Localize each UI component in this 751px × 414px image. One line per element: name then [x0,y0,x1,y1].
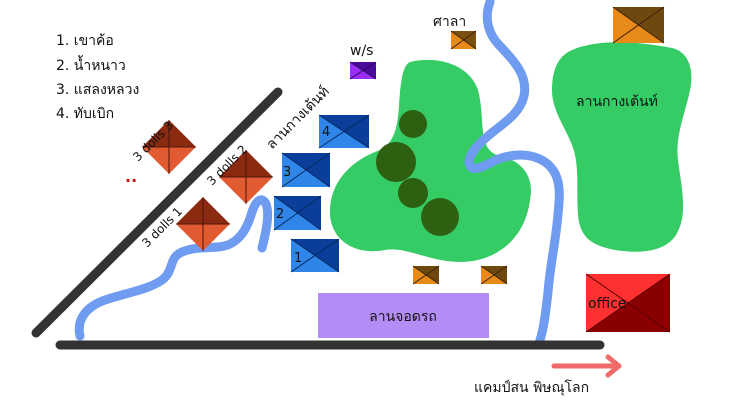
tent-number: 3 [283,165,291,180]
camp-area-right-label: ลานกางเต้นท์ [576,93,658,110]
legend-item: 1. เขาค้อ [56,33,114,49]
legend: 1. เขาค้อ 2. น้ำหนาว 3. แสลงหลวง 4. ทับเ… [56,33,139,122]
river-right [464,0,564,345]
parking-label: ลานจอดรถ [369,309,437,325]
dolls-tent-1 [176,197,230,251]
legend-item: 3. แสลงหลวง [56,82,139,98]
dolls-tent-3 [142,120,196,174]
tent-number: 4 [322,125,330,140]
direction-label: แคมป์สน พิษณุโลก [474,379,589,396]
tent-3: 3 [281,152,331,188]
river-left [74,195,273,341]
roads [31,87,605,350]
hut-small-left [412,265,440,285]
rivers [74,0,564,345]
trees [376,110,459,236]
office-building [585,273,671,333]
tent-4: 4 [318,114,370,149]
sala-hut [450,30,477,50]
sala-label: ศาลา [433,14,466,30]
tent-2: 2 [273,195,322,231]
hut-top-right [612,6,665,44]
tent-1: 1 [290,238,340,273]
washroom [349,61,377,80]
office-label: office [588,296,626,312]
road-diagonal [31,87,283,338]
tree [399,110,427,138]
dolls-tent-2 [219,150,273,204]
tree [398,178,428,208]
legend-item: 4. ทับเบิก [56,106,114,122]
legend-item: 2. น้ำหนาว [56,55,126,74]
central-green-area [329,59,531,262]
parking-area [318,293,489,338]
right-green-area [552,42,692,252]
washroom-label: w/s [350,43,373,59]
hut-small-right [480,265,508,285]
direction-arrow [551,354,622,378]
tent-number: 2 [276,207,284,222]
tent-number: 1 [294,251,302,266]
red-dots: .. [125,167,137,186]
tree [376,142,416,182]
tree [421,198,459,236]
